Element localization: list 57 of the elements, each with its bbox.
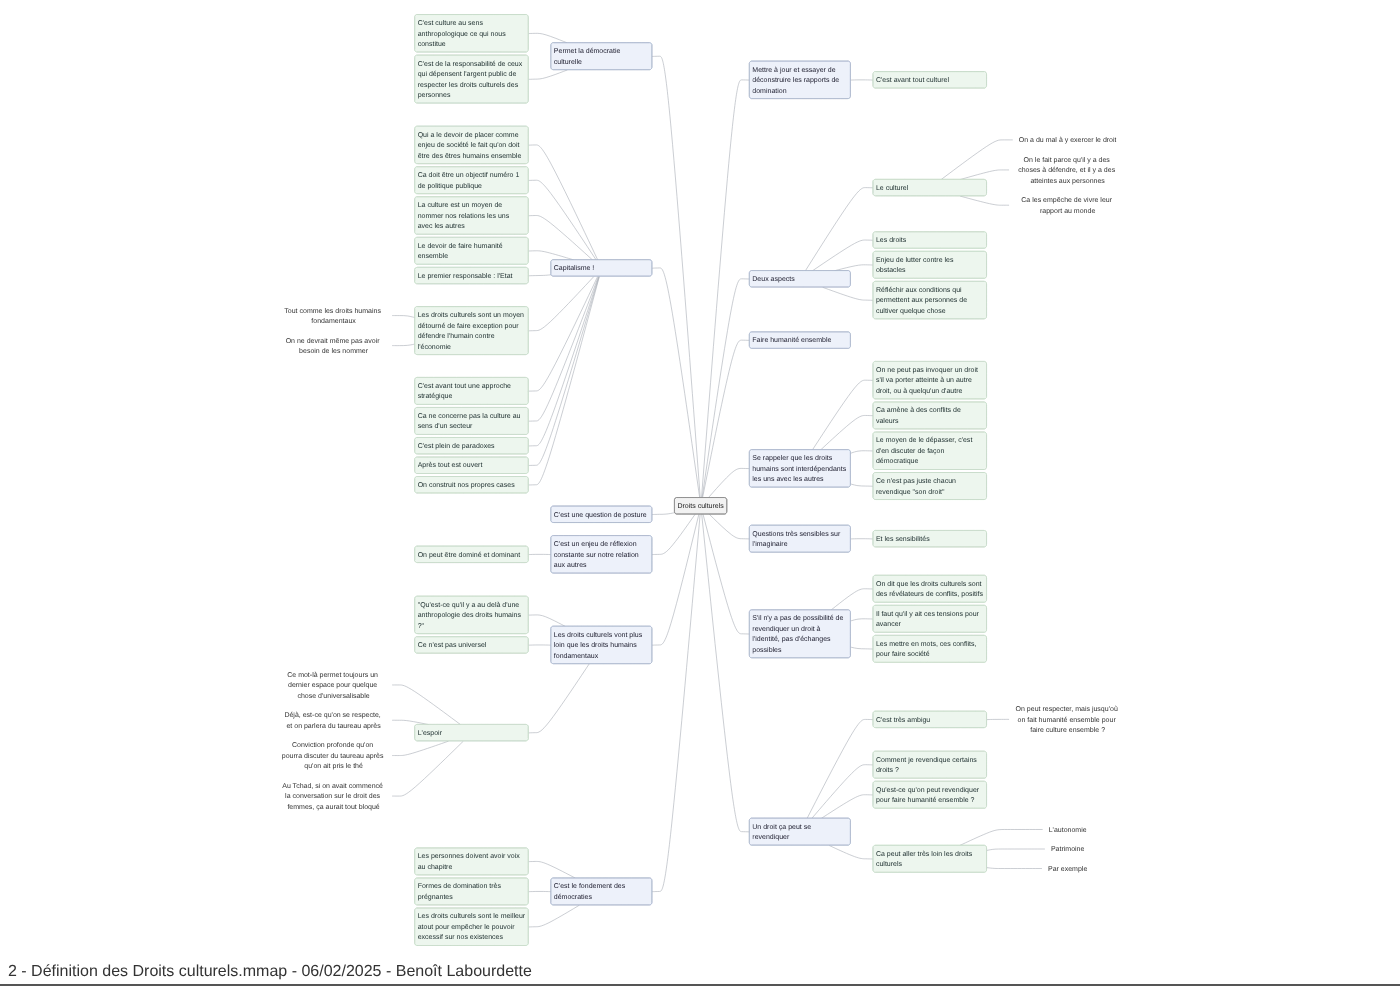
- connector: [527, 274, 551, 277]
- connector: [849, 450, 873, 454]
- connector: [527, 554, 551, 555]
- connector: [940, 139, 1013, 180]
- connector: [527, 179, 596, 261]
- footer-text: 2 - Définition des Droits culturels.mmap - 06/02/2025 - Benoît Labourdette: [8, 962, 532, 980]
- connector: [700, 79, 750, 499]
- connector: [821, 287, 873, 301]
- connector: [527, 276, 598, 392]
- connector: [527, 215, 593, 261]
- connector: [708, 514, 750, 540]
- connector: [702, 514, 750, 635]
- connector: [806, 719, 873, 819]
- connector: [959, 169, 1009, 180]
- connector: [651, 55, 700, 499]
- connector: [828, 845, 873, 860]
- connector: [391, 684, 461, 725]
- connector: [527, 33, 567, 44]
- connector: [391, 315, 415, 318]
- connector: [527, 69, 567, 80]
- connector: [849, 79, 873, 81]
- connector: [959, 195, 1009, 206]
- connector: [391, 740, 464, 797]
- connector: [527, 904, 580, 928]
- connector: [701, 339, 750, 499]
- connector: [811, 379, 873, 451]
- connector: [820, 794, 873, 819]
- connector: [527, 663, 589, 734]
- connector: [527, 891, 551, 892]
- connector: [830, 588, 873, 611]
- connector: [527, 276, 594, 332]
- connector: [391, 719, 429, 725]
- connector: [651, 514, 700, 892]
- connector: [391, 740, 449, 756]
- connector: [701, 278, 750, 499]
- connector: [804, 187, 873, 272]
- connector: [651, 267, 700, 499]
- connector: [958, 829, 1043, 846]
- connector: [391, 343, 415, 346]
- connector: [700, 514, 750, 833]
- connector: [651, 514, 699, 646]
- connector: [849, 618, 873, 622]
- connector: [527, 861, 576, 879]
- connector: [651, 514, 695, 555]
- connector: [985, 867, 1042, 869]
- connector: [819, 415, 873, 451]
- connector: [849, 646, 873, 650]
- connector: [810, 764, 873, 819]
- connector: [707, 468, 750, 499]
- connector: [527, 144, 598, 261]
- connector: [811, 239, 873, 272]
- connector: [849, 538, 873, 540]
- connector: [651, 512, 675, 515]
- connector: [849, 483, 873, 487]
- connector: [527, 614, 565, 627]
- connector: [527, 250, 574, 261]
- connector: [985, 719, 1009, 720]
